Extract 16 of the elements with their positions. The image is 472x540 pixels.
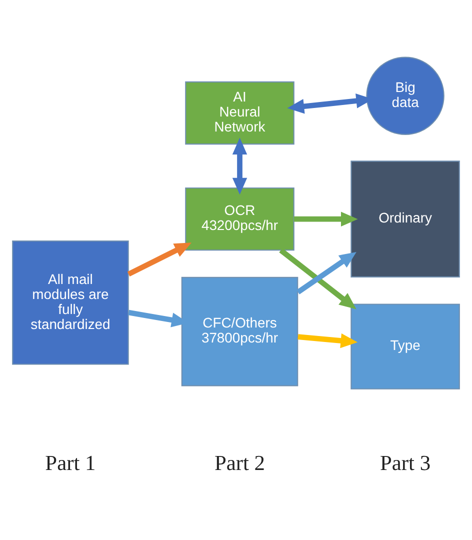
arrow [279,248,356,309]
label: Part 3 [380,450,431,474]
node-box: OCR 43200pcs/hr [185,186,294,250]
node-box: Type [350,303,460,389]
arrow [127,242,192,276]
label: Part 1 [45,450,96,474]
node-box: All mail modules are fully standardized [12,240,129,364]
arrow [232,137,248,194]
node-box: Ordinary [350,160,460,277]
node-circle: Big data [366,56,444,134]
arrow [298,332,358,348]
arrow [296,251,356,294]
arrow [294,211,358,226]
node-box: CFC/Others 37800pcs/hr [181,276,298,386]
node-box: AI Neural Network [185,80,294,144]
label: Part 2 [214,450,266,474]
